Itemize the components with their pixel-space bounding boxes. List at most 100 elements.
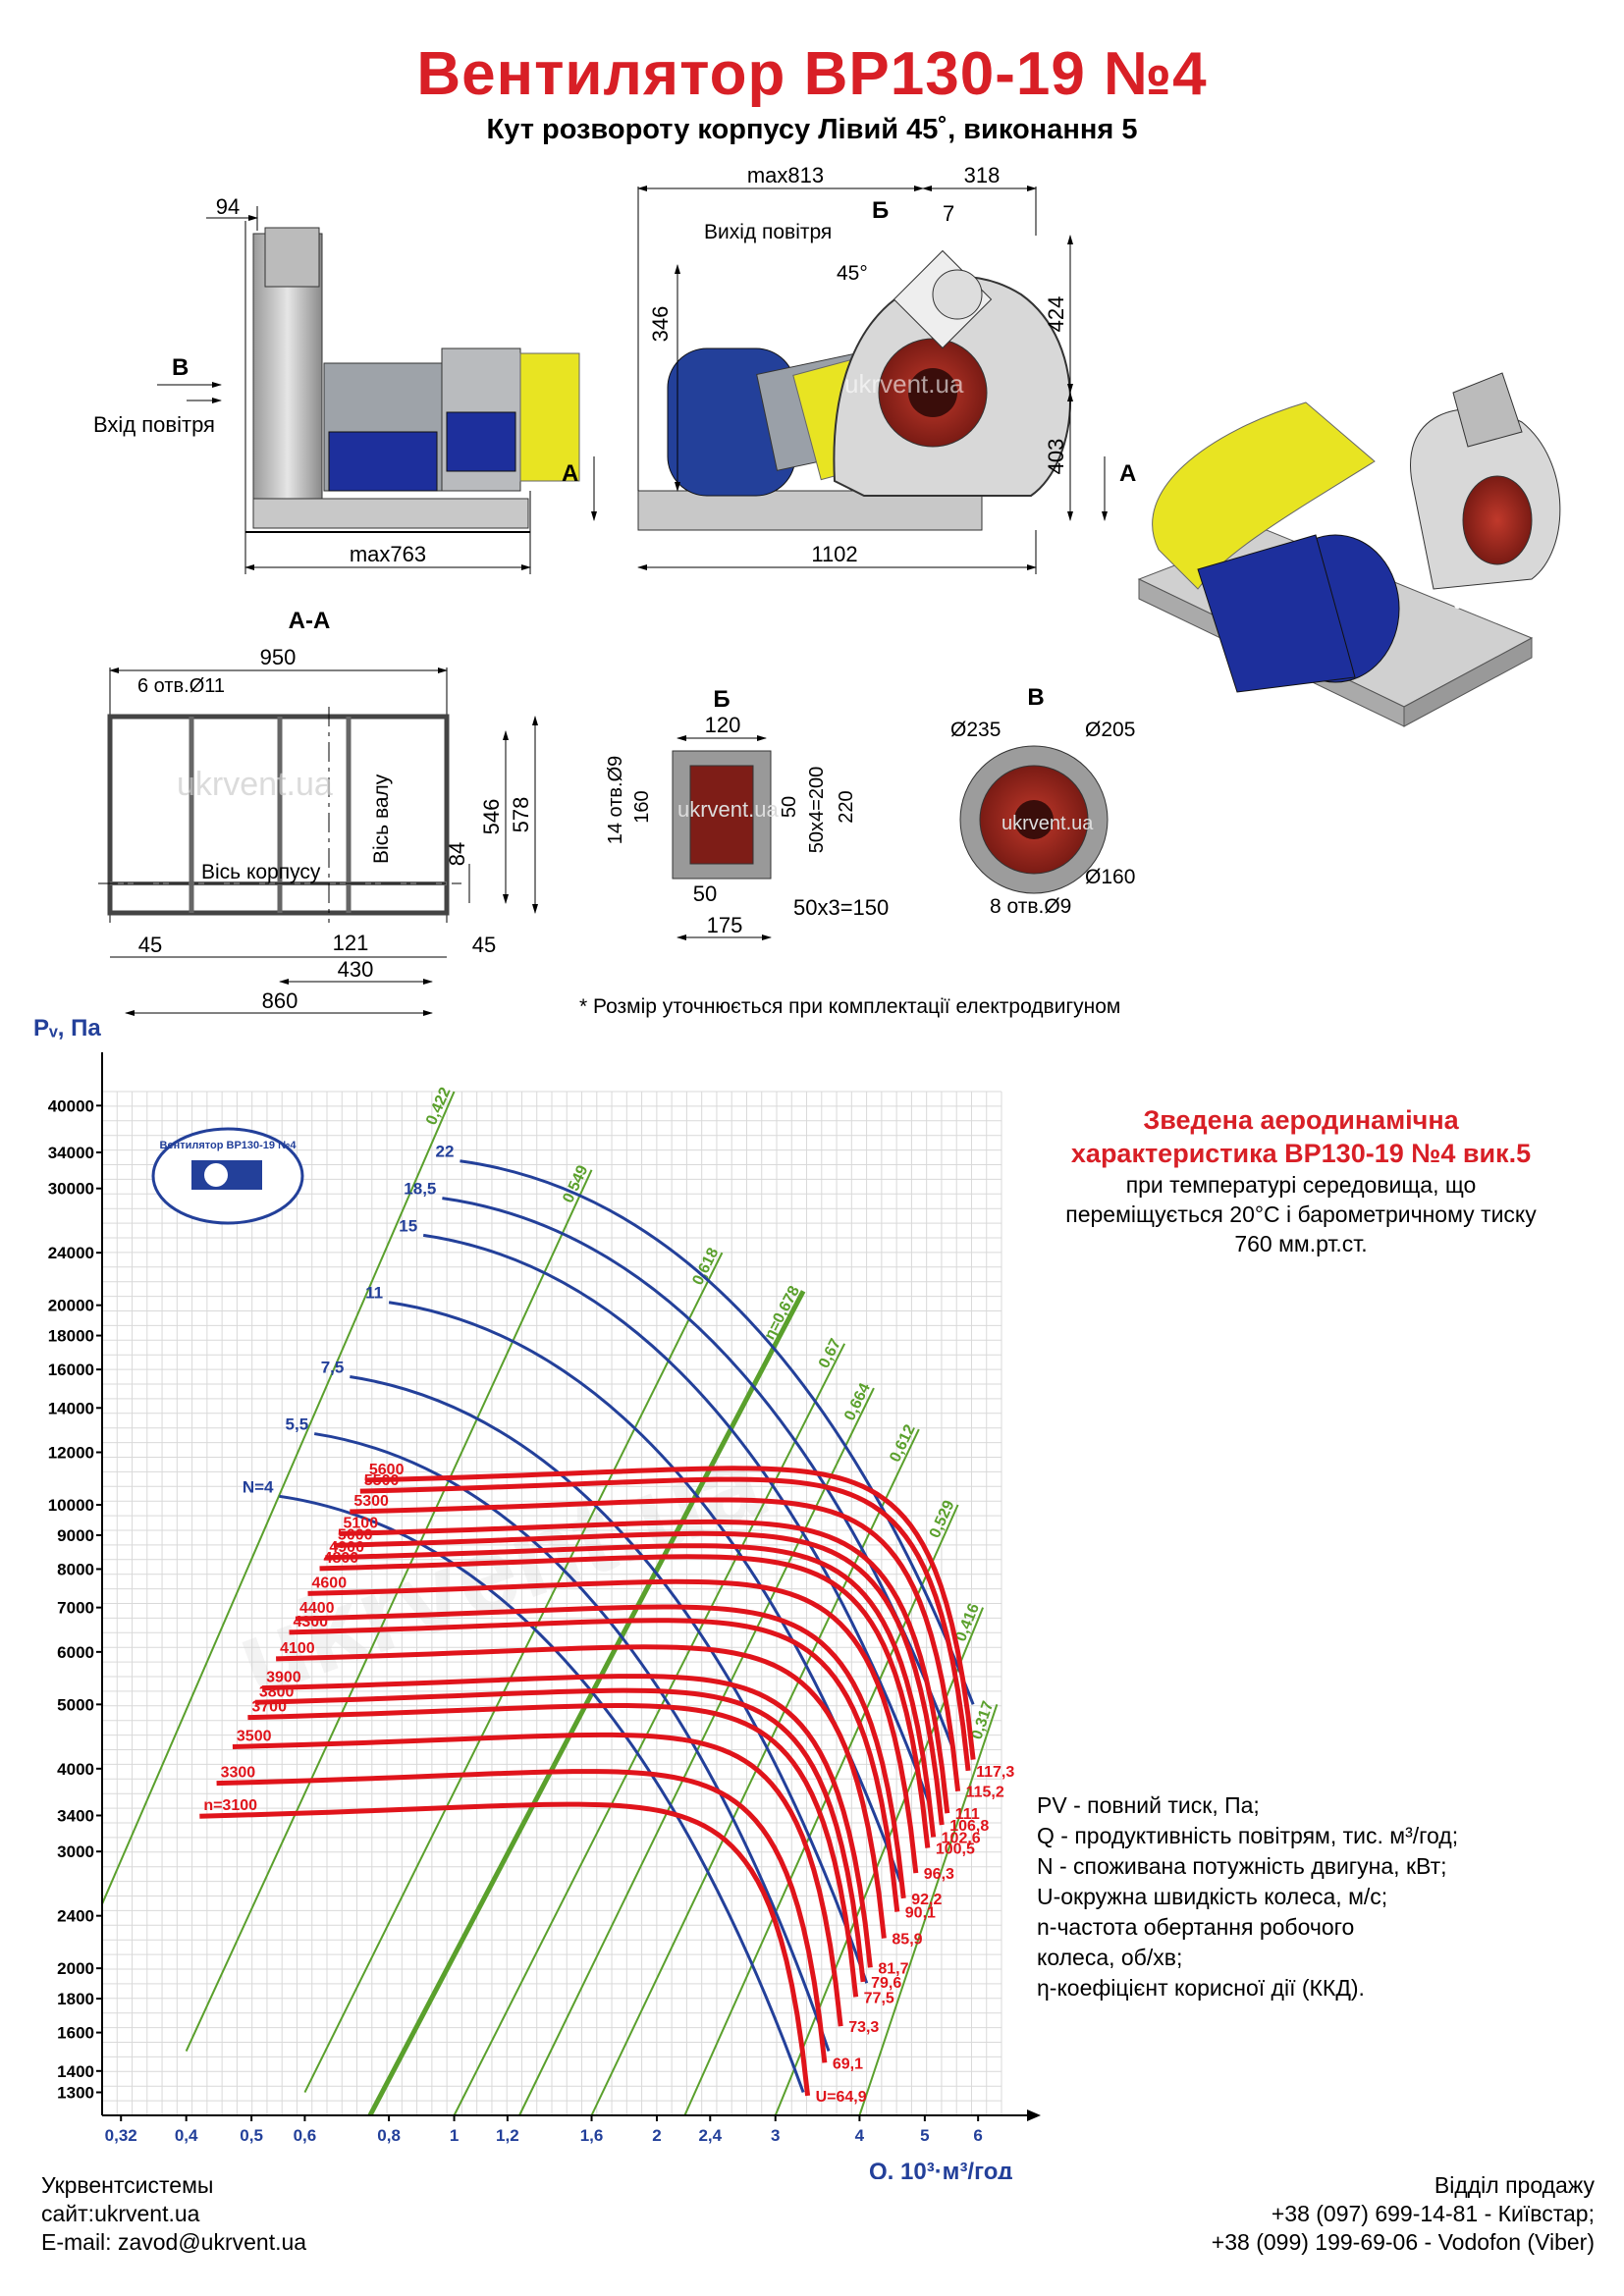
watermark-v: ukrvent.ua xyxy=(1001,813,1094,834)
chart-title-line2: характеристика ВР130-19 №4 вик.5 xyxy=(1070,1139,1532,1168)
sales-title: Відділ продажу xyxy=(1434,2172,1595,2198)
front-dim-left: 346 xyxy=(648,306,673,343)
aa-dim-45-right: 45 xyxy=(472,933,496,957)
aa-dim-h1: 546 xyxy=(479,799,504,835)
section-mark-right: А xyxy=(1119,460,1136,487)
section-aa: А-А 950 6 отв.Ø11 Вісь корпусу Вісь валу… xyxy=(98,608,538,1016)
y-tick-label: 1600 xyxy=(57,2024,94,2043)
watermark-aa: ukrvent.ua xyxy=(177,766,333,803)
speed-curve xyxy=(276,1644,887,1939)
x-tick-label: 2,4 xyxy=(698,2126,722,2145)
speed-curve xyxy=(289,1618,900,1912)
efficiency-line xyxy=(683,1504,959,2116)
y-tick-label: 7000 xyxy=(57,1599,94,1618)
view-b-dim-50: 50 xyxy=(779,796,800,818)
phone-vodafone[interactable]: +38 (099) 199-69-06 - Vodofon (Viber) xyxy=(1211,2229,1595,2255)
power-label: 7,5 xyxy=(321,1359,345,1377)
page-title: Вентилятор ВР130-19 №4 xyxy=(416,40,1208,108)
y-tick-label: 14000 xyxy=(48,1399,94,1417)
section-mark-left: А xyxy=(562,460,578,487)
speed-u-label: U=64,9 xyxy=(816,2089,867,2106)
speed-u-label: 102,6 xyxy=(942,1831,981,1847)
y-tick-label: 9000 xyxy=(57,1526,94,1545)
technical-drawings: max763 94 В Вхід повітря max813 318 7 Б … xyxy=(93,163,1561,1016)
efficiency-line xyxy=(590,1428,920,2116)
x-tick-label: 1,6 xyxy=(580,2126,604,2145)
axis-body-label: Вісь корпусу xyxy=(201,861,321,883)
chart-grid: ukrvent.ua xyxy=(101,1091,1002,2116)
x-tick-label: 0,6 xyxy=(294,2126,317,2145)
y-tick-label: 30000 xyxy=(48,1180,94,1199)
efficiency-label: 0,664 xyxy=(841,1381,874,1424)
speed-u-label: 96,3 xyxy=(924,1866,954,1883)
y-tick-label: 16000 xyxy=(48,1361,94,1379)
legend-item: колеса, об/хв; xyxy=(1037,1945,1183,1970)
side-dim-top: 94 xyxy=(216,194,240,219)
view-b: Б 120 14 отв.Ø9 160 50 50x4=200 220 50 5… xyxy=(605,686,889,940)
watermark-b: ukrvent.ua xyxy=(677,797,779,822)
side-view: max763 94 В Вхід повітря xyxy=(93,194,580,574)
y-tick-label: 1400 xyxy=(57,2062,94,2081)
x-tick-label: 0,8 xyxy=(377,2126,401,2145)
speed-curve xyxy=(333,1530,945,1826)
efficiency-line xyxy=(453,1343,846,2116)
x-tick-label: 6 xyxy=(973,2126,982,2145)
side-view-label: В xyxy=(172,354,189,381)
footer-sales: Відділ продажу +38 (097) 699-14-81 - Киї… xyxy=(1212,2171,1595,2257)
y-tick-label: 18000 xyxy=(48,1327,94,1346)
front-dim-top-right: 318 xyxy=(964,163,1001,187)
legend-item: PV - повний тиск, Па; xyxy=(1037,1792,1260,1818)
phone-kyivstar[interactable]: +38 (097) 699-14-81 - Київстар; xyxy=(1271,2201,1595,2226)
power-curve xyxy=(460,1159,975,1705)
view-b-dim-50x3: 50x3=150 xyxy=(793,895,889,920)
aa-dim-width: 950 xyxy=(260,645,297,669)
efficiency-label: 0,529 xyxy=(927,1498,958,1541)
legend-item: U-окружна швидкість колеса, м/с; xyxy=(1037,1884,1388,1909)
speed-u-label: 77,5 xyxy=(864,1990,894,2006)
logo: Вентилятор ВР130-19 №4 xyxy=(151,1127,304,1225)
speed-curve xyxy=(262,1674,873,1968)
aa-dim-860: 860 xyxy=(262,988,298,1013)
y-tick-label: 34000 xyxy=(48,1144,94,1162)
power-curve xyxy=(313,1432,831,2053)
speed-curve xyxy=(319,1554,931,1848)
speed-u-label: 115,2 xyxy=(966,1785,1004,1801)
company-name: Укрвентсистемы xyxy=(41,2172,214,2198)
efficiency-line xyxy=(303,1252,724,2093)
speed-curve xyxy=(232,1732,843,2027)
power-curve xyxy=(350,1375,869,1984)
efficiency-line xyxy=(858,1704,999,2116)
speed-curve xyxy=(295,1604,906,1899)
speed-u-label: 106,8 xyxy=(949,1818,989,1835)
y-tick-label: 40000 xyxy=(48,1096,94,1115)
chart-watermark: ukrvent.ua xyxy=(222,1419,778,1720)
speed-label: n=3100 xyxy=(203,1797,257,1814)
watermark: ukrvent.ua xyxy=(844,369,964,399)
speed-label: 4600 xyxy=(312,1575,348,1591)
power-label: 15 xyxy=(399,1216,417,1235)
power-label: 22 xyxy=(436,1143,455,1161)
x-tick-label: 4 xyxy=(855,2126,865,2145)
company-email[interactable]: E-mail: zavod@ukrvent.ua xyxy=(41,2229,307,2255)
watermark-3d: ukrvent.ua xyxy=(1453,592,1545,614)
view-b-dim-220: 220 xyxy=(836,790,857,823)
power-label: 11 xyxy=(365,1284,383,1303)
y-tick-label: 3000 xyxy=(57,1842,94,1861)
y-tick-label: 3400 xyxy=(57,1806,94,1825)
speed-u-label: 90,1 xyxy=(905,1905,936,1922)
speed-u-label: 69,1 xyxy=(833,2056,863,2072)
y-tick-label: 6000 xyxy=(57,1643,94,1662)
power-curve xyxy=(422,1233,933,1808)
speed-curve xyxy=(216,1769,828,2063)
speed-u-label: 117,3 xyxy=(976,1764,1014,1781)
y-tick-label: 20000 xyxy=(48,1297,94,1315)
view-v: В Ø235 Ø205 Ø160 8 отв.Ø9 ukrvent.ua xyxy=(950,684,1135,918)
chart-sub-line2: переміщується 20°С і барометричному тиск… xyxy=(1065,1201,1537,1227)
speed-label: 4100 xyxy=(280,1640,315,1657)
logo-text: Вентилятор ВР130-19 №4 xyxy=(160,1140,298,1151)
speed-curve xyxy=(359,1476,971,1772)
y-tick-label: 8000 xyxy=(57,1560,94,1578)
company-site[interactable]: сайт:ukrvent.ua xyxy=(41,2201,200,2226)
speed-curve xyxy=(199,1801,811,2097)
aa-holes: 6 отв.Ø11 xyxy=(137,675,225,697)
